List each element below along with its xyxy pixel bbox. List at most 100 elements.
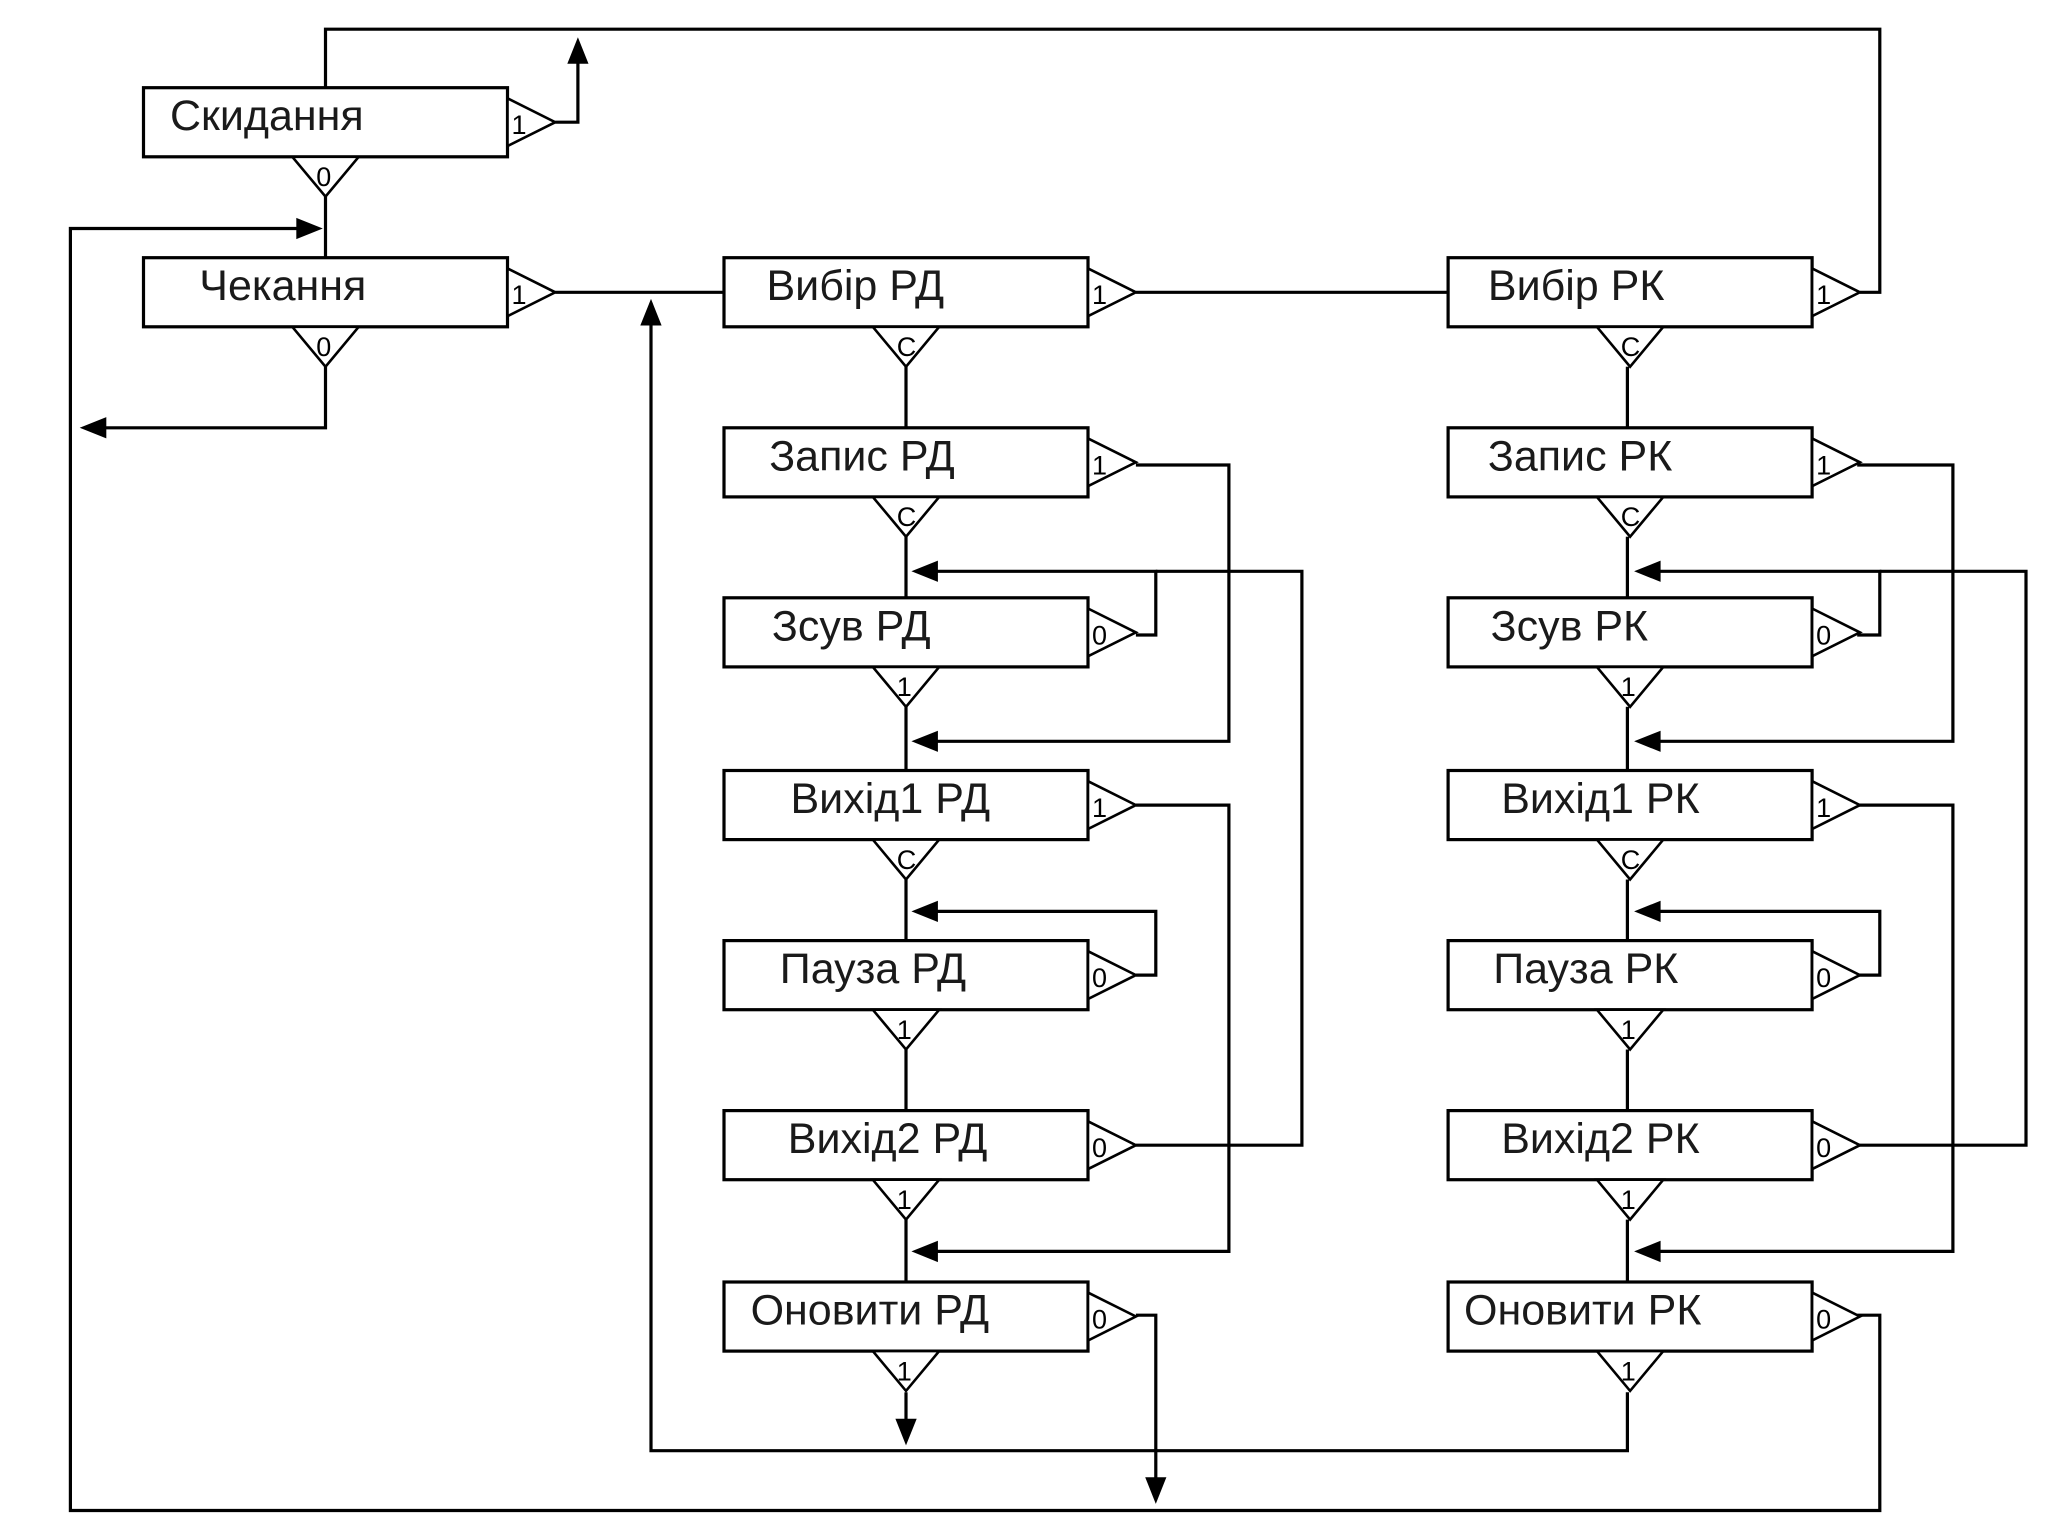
- output-pin-bottom: [1594, 1178, 1667, 1222]
- output-pin-bottom: [289, 325, 362, 369]
- pin-label-right: 1: [1092, 450, 1107, 480]
- wire: [93, 366, 328, 430]
- state-box: [722, 1280, 1090, 1353]
- state-box: [722, 256, 1090, 329]
- output-pin-right: [1086, 949, 1139, 1002]
- arrowhead-left: [911, 560, 938, 582]
- wire: [1135, 569, 1304, 1147]
- state-label: Оновити РК: [1464, 1287, 1701, 1335]
- pin-label-right: 1: [1816, 793, 1831, 823]
- output-pin-bottom: [1594, 838, 1667, 882]
- arrowhead-left: [1634, 1240, 1661, 1263]
- state-sel-rd: Вибір РД 1C: [722, 256, 1139, 369]
- pin-label-right: 0: [1092, 1305, 1107, 1335]
- pin-label-bottom: 1: [897, 1185, 912, 1215]
- state-label: Вихід2 РК: [1501, 1115, 1699, 1163]
- output-pin-bottom: [870, 1349, 942, 1393]
- output-pin-right: [1810, 436, 1863, 489]
- pin-label-right: 0: [1092, 1133, 1107, 1163]
- pin-label-right: 0: [1092, 620, 1107, 650]
- state-ex2-rd: Вихід2 РД 0 1: [722, 1108, 1139, 1222]
- state-box: [141, 256, 510, 329]
- wire: [1654, 569, 1882, 637]
- output-pin-right: [1086, 436, 1139, 489]
- state-label: Вихід2 РД: [788, 1115, 988, 1163]
- output-pin-bottom: [870, 495, 942, 539]
- wire: [1135, 1313, 1158, 1486]
- wire: [930, 569, 1158, 637]
- wire: [1857, 569, 2028, 1147]
- output-pin-bottom: [1594, 325, 1667, 369]
- pin-label-bottom: 1: [897, 1356, 912, 1386]
- state-label: Вихід1 РД: [791, 775, 991, 823]
- wire: [930, 803, 1231, 1254]
- output-pin-bottom: [1594, 665, 1667, 709]
- output-pin-bottom: [1594, 1008, 1667, 1052]
- output-pin-right: [506, 96, 559, 149]
- wire: [930, 909, 1158, 977]
- pin-label-bottom: C: [897, 332, 917, 362]
- pin-label-right: 1: [512, 110, 527, 140]
- state-box: [1446, 1280, 1814, 1353]
- output-pin-bottom: [870, 1008, 942, 1052]
- output-pin-right: [1086, 1119, 1139, 1172]
- state-sel-rk: Вибір РК 1C: [1446, 256, 1863, 369]
- output-pin-bottom: [289, 155, 362, 199]
- state-label: Чекання: [199, 262, 366, 310]
- pin-label-right: 0: [1816, 620, 1831, 650]
- state-label: Зсув РД: [772, 602, 931, 650]
- pin-label-right: 1: [512, 280, 527, 310]
- pin-label-right: 1: [1816, 280, 1831, 310]
- output-pin-right: [1086, 1290, 1139, 1343]
- state-box: [722, 938, 1090, 1012]
- wire: [1654, 909, 1882, 977]
- state-box: [1446, 1108, 1814, 1182]
- state-sh-rd: Зсув РД 0 1: [722, 596, 1139, 709]
- output-pin-right: [506, 266, 559, 319]
- state-label: Пауза РД: [780, 945, 966, 993]
- output-pin-right: [1810, 266, 1863, 319]
- pin-label-right: 0: [1092, 963, 1107, 993]
- wire: [930, 463, 1231, 743]
- wire: [555, 53, 580, 124]
- pin-label-right: 1: [1816, 450, 1831, 480]
- wire: [323, 27, 1882, 294]
- connection-lines: [68, 27, 2028, 1513]
- pin-label-right: 1: [1092, 280, 1107, 310]
- arrowhead-up: [640, 298, 662, 326]
- output-pin-bottom: [870, 665, 942, 709]
- pin-label-bottom: C: [897, 502, 917, 532]
- pin-label-bottom: C: [1621, 332, 1641, 362]
- state-label: Вибір РД: [767, 262, 945, 310]
- arrowhead-left: [911, 730, 938, 752]
- arrowhead-left: [911, 900, 938, 922]
- output-pin-right: [1810, 1119, 1863, 1172]
- output-pin-right: [1810, 1290, 1863, 1343]
- pin-label-bottom: C: [1621, 845, 1641, 875]
- pin-label-right: 1: [1092, 793, 1107, 823]
- state-box: [1446, 256, 1814, 329]
- arrowhead-left: [1634, 730, 1661, 752]
- output-pin-bottom: [870, 325, 942, 369]
- output-pin-right: [1810, 949, 1863, 1002]
- state-reset: Скидання 1 0: [141, 86, 559, 199]
- state-label: Скидання: [170, 92, 364, 140]
- pin-label-bottom: 0: [316, 162, 331, 192]
- pin-label-bottom: 1: [897, 672, 912, 702]
- output-pin-right: [1086, 266, 1139, 319]
- wire: [649, 302, 1630, 1453]
- pin-label-bottom: 1: [1621, 1356, 1636, 1386]
- state-label: Вибір РК: [1488, 262, 1664, 310]
